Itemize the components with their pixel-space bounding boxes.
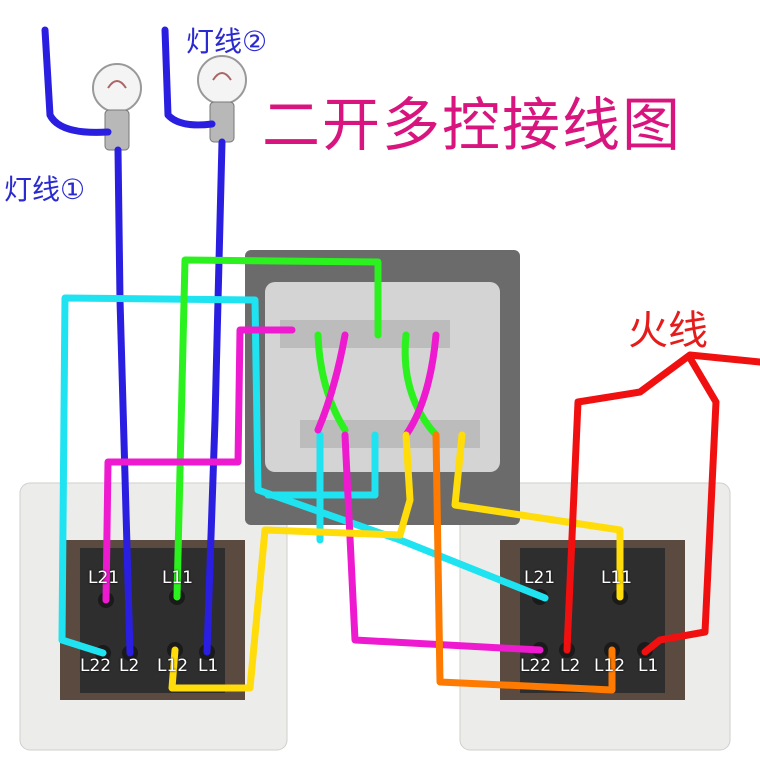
lamp-2-bulb-icon [197, 55, 247, 143]
right-terminal-label: L22 [520, 656, 552, 676]
right-terminal-label: L2 [560, 656, 581, 676]
right-terminal-label: L11 [601, 568, 633, 588]
live-wire-label: 火线 [628, 308, 708, 354]
left-terminal-label: L22 [80, 656, 112, 676]
left-switch [19, 482, 288, 751]
middle-switch [245, 250, 520, 525]
right-terminal-label: L12 [594, 656, 626, 676]
lamp-wire-1 [41, 26, 112, 136]
right-terminal-label: L1 [638, 656, 659, 676]
left-terminal-label: L21 [88, 568, 120, 588]
lamp-wire-2 [161, 26, 216, 129]
left-terminal-label: L1 [198, 656, 219, 676]
left-terminal-label: L12 [157, 656, 189, 676]
left-terminal-label: L2 [119, 656, 140, 676]
lamp-wire-2-label: 灯线② [186, 25, 268, 58]
lamp-wire-1-label: 灯线① [4, 173, 86, 206]
lamp-1-bulb-icon [92, 63, 142, 151]
left-terminal-label: L11 [162, 568, 194, 588]
diagram-title: 二开多控接线图 [262, 91, 683, 159]
right-terminal-label: L21 [524, 568, 556, 588]
